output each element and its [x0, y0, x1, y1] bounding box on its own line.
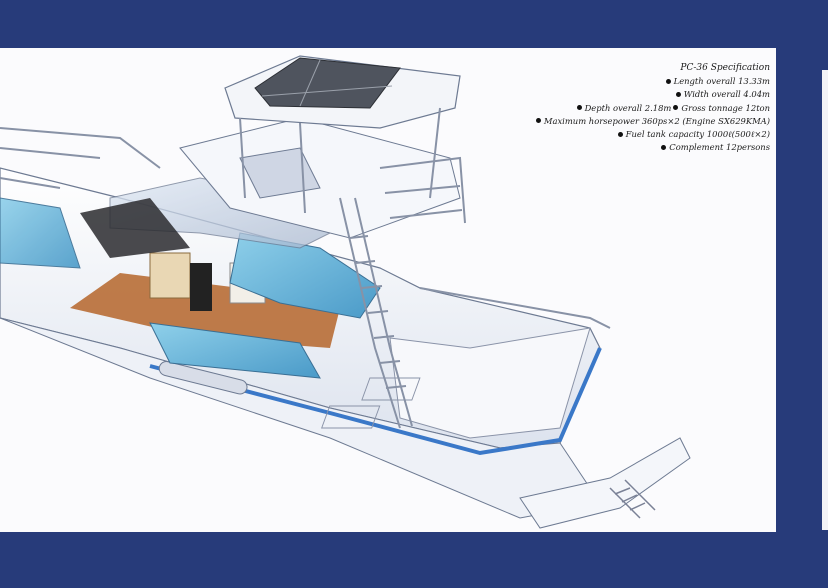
spec-row-width: Width overall 4.04m — [440, 88, 770, 101]
spec-row-horsepower: Maximum horsepower 360ps×2 (Engine SX629… — [440, 115, 770, 128]
boat-cutaway-illustration — [0, 55, 691, 529]
galley-cabinet — [149, 252, 191, 299]
bullet-icon — [665, 78, 671, 84]
deck-hatch — [361, 377, 421, 401]
spec-row-length: Length overall 13.33m — [440, 75, 770, 88]
spec-row-fuel: Fuel tank capacity 1000ℓ(500ℓ×2) — [440, 128, 770, 141]
solar-panels — [254, 57, 401, 109]
flybridge-seat — [239, 147, 321, 199]
spec-row-complement: Complement 12persons — [440, 141, 770, 154]
hull-stripe — [149, 347, 602, 456]
forward-berth — [0, 197, 81, 269]
fridge — [190, 263, 212, 311]
hull-window — [158, 361, 248, 395]
swim-platform — [519, 437, 691, 529]
deck-hatch-2 — [321, 405, 381, 429]
specification-panel: PC-36 Specification Length overall 13.33… — [440, 62, 770, 154]
solar-divider — [299, 59, 321, 107]
bullet-icon — [617, 131, 623, 137]
salon-sofa — [229, 232, 381, 319]
next-page-edge — [822, 70, 828, 530]
bullet-icon — [535, 118, 541, 124]
lower-sofa — [149, 322, 321, 379]
windshield — [80, 198, 190, 258]
bullet-icon — [673, 105, 679, 111]
handrails — [0, 107, 466, 429]
bullet-icon — [576, 105, 582, 111]
bullet-icon — [675, 91, 681, 97]
brochure-page: PC-36 Specification Length overall 13.33… — [0, 48, 776, 532]
stern-rail — [419, 287, 611, 329]
bullet-icon — [661, 144, 667, 150]
spec-title: PC-36 Specification — [680, 63, 770, 73]
solar-divider-2 — [261, 85, 393, 97]
cockpit-deck — [389, 327, 591, 439]
ladder — [609, 479, 656, 519]
